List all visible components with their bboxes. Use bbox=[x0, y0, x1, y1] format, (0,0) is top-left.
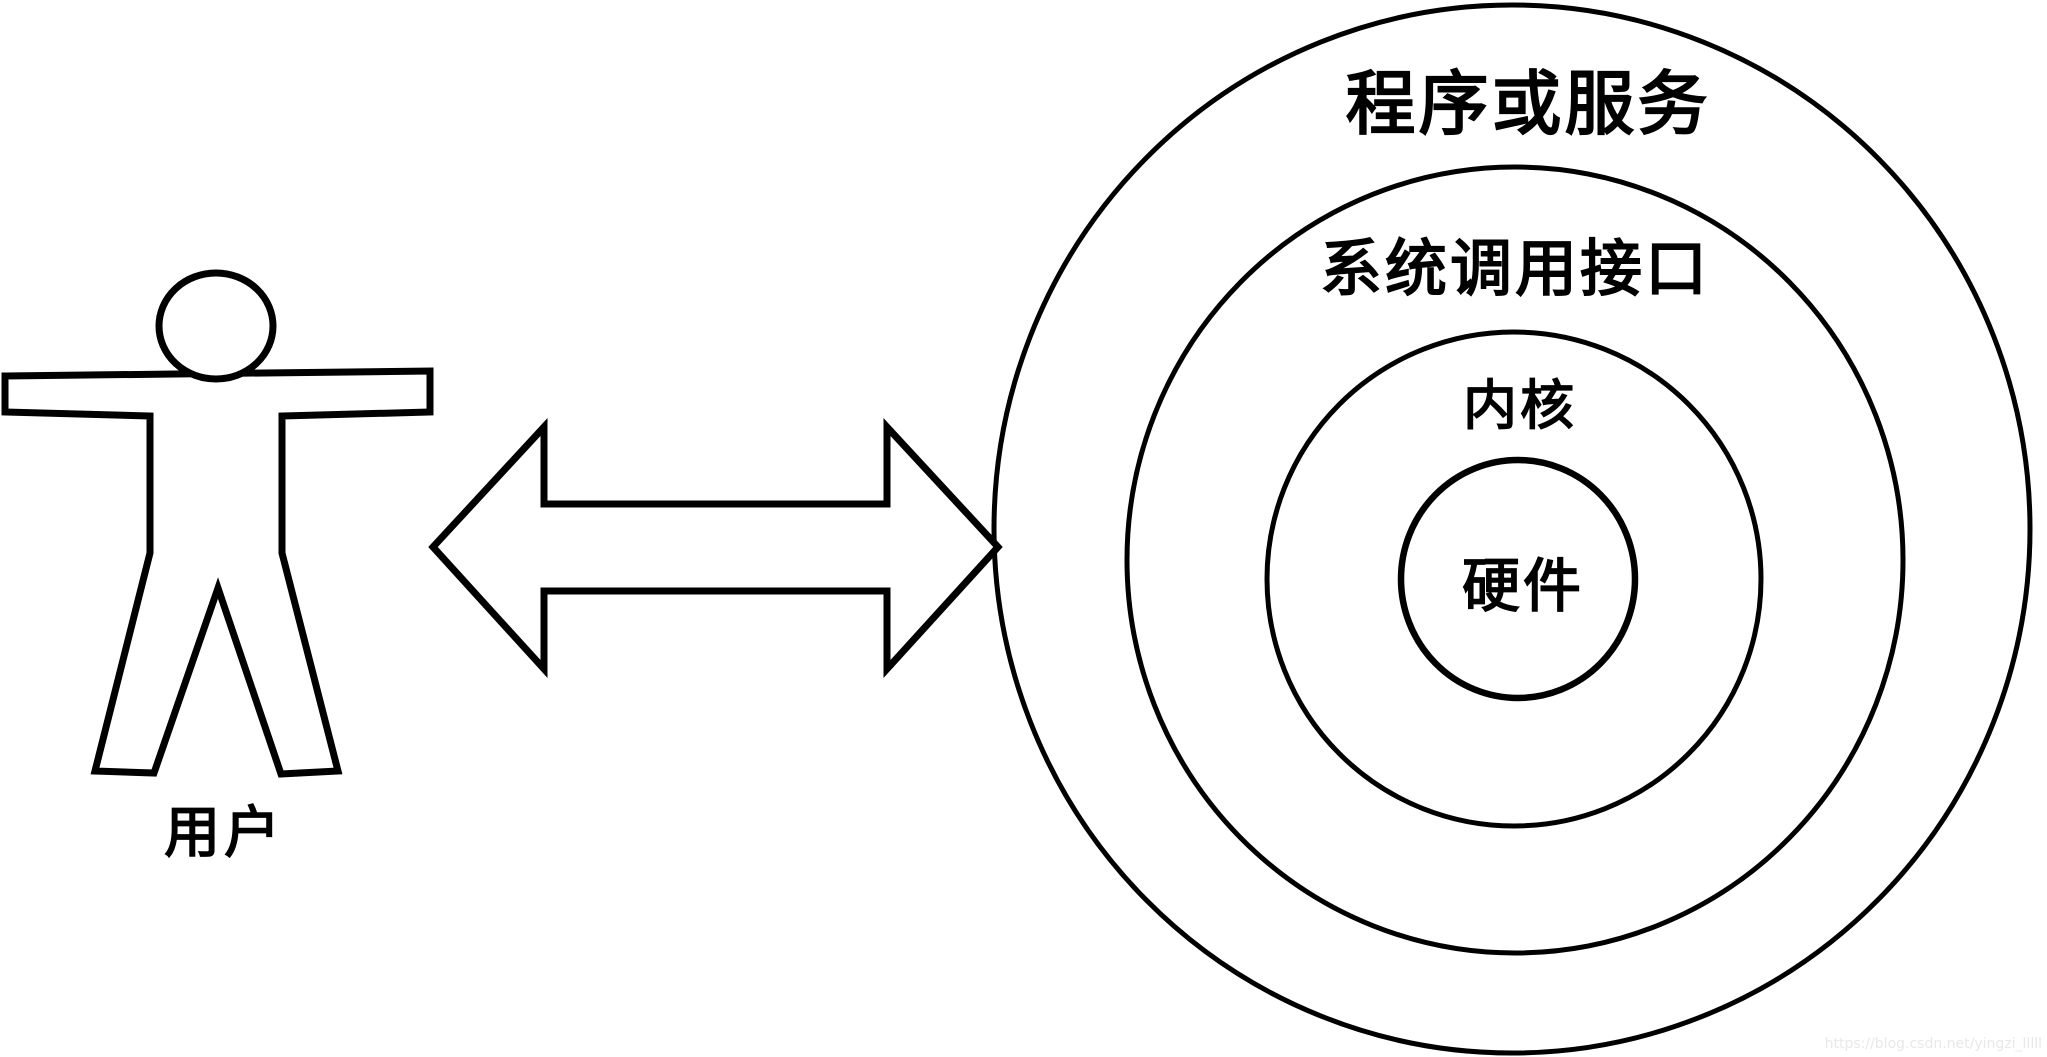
user-head bbox=[155, 269, 277, 383]
ring-syscall-interface-label: 系统调用接口 bbox=[1320, 232, 1710, 305]
ring-programs-services-label: 程序或服务 bbox=[1346, 62, 1711, 145]
user-figure bbox=[1, 269, 434, 778]
user-label: 用户 bbox=[164, 800, 284, 866]
double-arrow bbox=[428, 418, 1003, 679]
ring-hardware-label: 硬件 bbox=[1462, 552, 1584, 620]
ring-hardware-circle bbox=[1397, 456, 1639, 702]
watermark: https://blog.csdn.net/yingzi_lllll bbox=[1825, 1036, 2042, 1052]
ring-syscall-interface-circle bbox=[1124, 164, 1906, 956]
ring-programs-services-circle bbox=[991, 2, 2033, 1056]
ring-kernel-label: 内核 bbox=[1463, 373, 1577, 437]
ring-kernel-circle bbox=[1264, 329, 1764, 829]
user-body-outline bbox=[1, 367, 434, 778]
